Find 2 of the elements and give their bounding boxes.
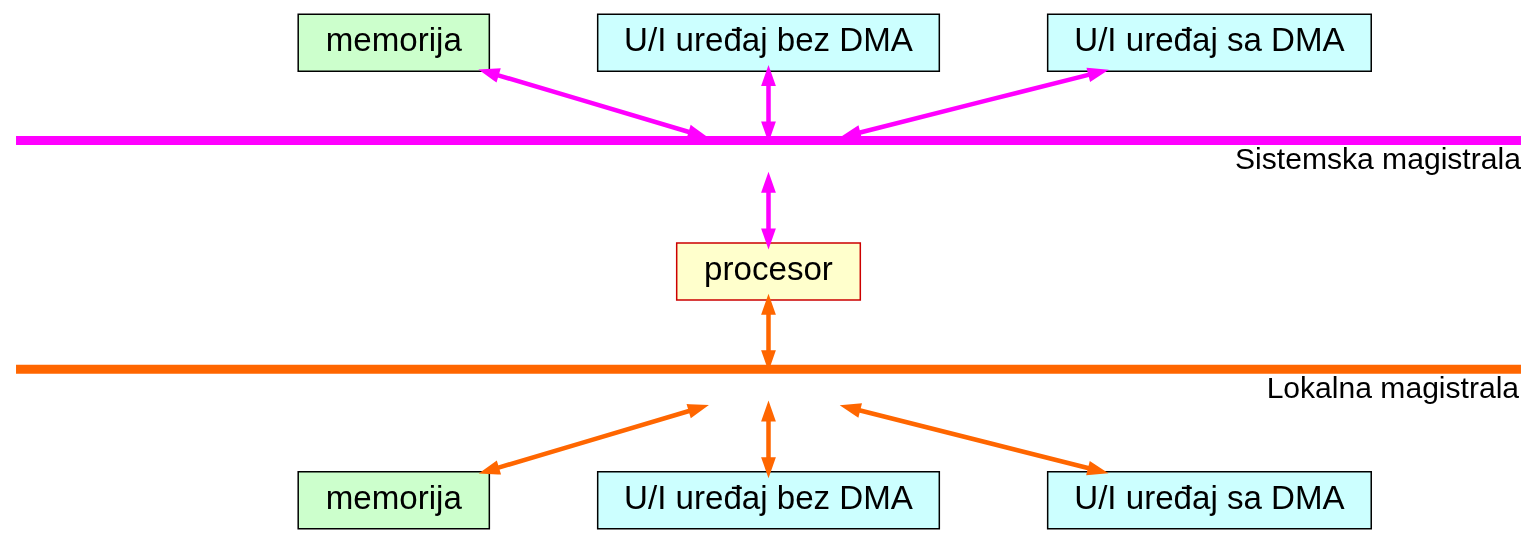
node-label: Sistemska magistrala	[1235, 142, 1521, 176]
node-label: Lokalna magistrala	[1266, 370, 1520, 404]
